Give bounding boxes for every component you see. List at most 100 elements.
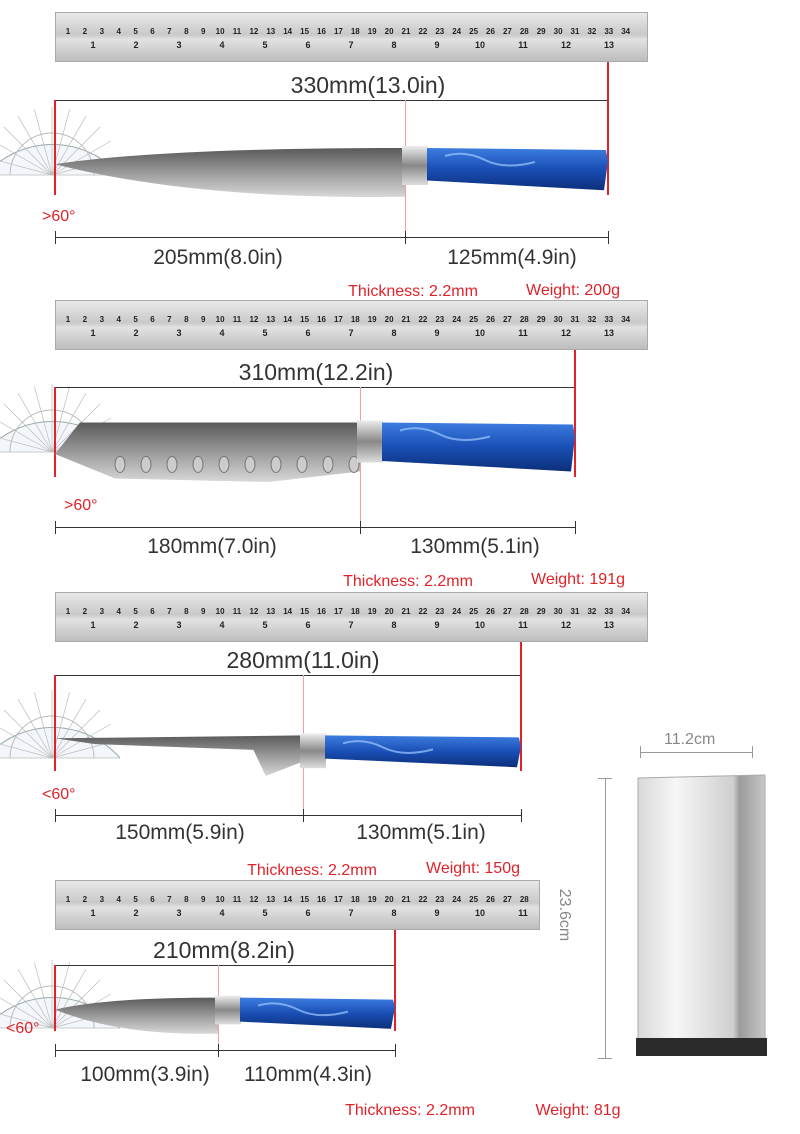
block-height-tick xyxy=(598,1058,612,1059)
ruler-cm-label: 16 xyxy=(317,895,326,904)
dimension-tick xyxy=(55,1044,56,1057)
ruler-cm-label: 21 xyxy=(401,315,411,324)
ruler-cm-label: 32 xyxy=(587,607,597,616)
ruler-cm-label: 14 xyxy=(283,895,293,904)
red-marker-end xyxy=(574,350,576,477)
ruler-cm-label: 19 xyxy=(367,315,377,324)
ruler-cm-label: 27 xyxy=(502,607,512,616)
ruler-inch-label: 12 xyxy=(560,40,572,50)
ruler-cm-label: 4 xyxy=(116,895,121,904)
ruler-inch-label: 9 xyxy=(434,908,440,918)
ruler-inch-label: 5 xyxy=(262,620,268,630)
total-length-label: 210mm(8.2in) xyxy=(153,937,295,963)
handle-length-label: 125mm(4.9in) xyxy=(447,246,577,269)
thickness-label: Thickness: 2.2mm xyxy=(345,1102,475,1119)
total-length-line xyxy=(55,965,395,966)
ruler-cm-label: 24 xyxy=(452,315,462,324)
dimension-tick xyxy=(395,1044,396,1057)
ruler-cm-label: 25 xyxy=(469,315,479,324)
ruler-inch-label: 8 xyxy=(391,620,397,630)
ruler-cm-label: 6 xyxy=(150,27,155,36)
length-dimension-line xyxy=(55,815,521,816)
length-dimension-line xyxy=(55,527,575,528)
ruler-cm-label: 12 xyxy=(249,895,259,904)
ruler-cm-label: 8 xyxy=(184,315,189,324)
ruler-cm-label: 22 xyxy=(418,607,428,616)
ruler-cm-label: 4 xyxy=(116,607,121,616)
ruler-cm-label: 10 xyxy=(215,27,225,36)
handle-length-label: 110mm(4.3in) xyxy=(244,1063,372,1086)
block-height-label: 23.6cm xyxy=(556,888,574,942)
ruler-inch-label: 5 xyxy=(262,328,268,338)
block-width-label: 11.2cm xyxy=(664,731,716,748)
ruler-cm-label: 21 xyxy=(401,607,411,616)
ruler-cm-label: 28 xyxy=(519,607,529,616)
ruler-inch-label: 2 xyxy=(133,620,139,630)
ruler-cm-label: 10 xyxy=(215,895,225,904)
ruler-cm-label: 5 xyxy=(133,27,138,36)
red-marker-tip xyxy=(54,387,56,477)
ruler-cm-label: 17 xyxy=(333,315,343,324)
ruler-cm-label: 15 xyxy=(300,607,310,616)
blade-length-label: 150mm(5.9in) xyxy=(115,821,245,844)
ruler-cm-label: 32 xyxy=(587,315,597,324)
dimension-tick xyxy=(55,521,56,534)
knife-image xyxy=(55,146,608,198)
knife-image xyxy=(55,995,395,1034)
edge-angle-label: >60° xyxy=(64,497,98,514)
ruler-cm-label: 33 xyxy=(604,27,614,36)
ruler-cm-label: 26 xyxy=(486,895,495,904)
ruler-inch-label: 4 xyxy=(219,620,225,630)
ruler-cm-label: 12 xyxy=(249,607,259,616)
ruler-cm-label: 22 xyxy=(418,315,428,324)
ruler-inch-label: 7 xyxy=(348,620,354,630)
ruler-cm-label: 26 xyxy=(486,315,495,324)
ruler-cm-label: 28 xyxy=(519,315,529,324)
ruler-inch-label: 3 xyxy=(176,620,182,630)
total-length-line xyxy=(55,100,608,101)
ruler-inch-label: 12 xyxy=(560,328,572,338)
ruler-cm-label: 16 xyxy=(317,607,326,616)
ruler-cm-label: 17 xyxy=(333,607,343,616)
ruler-inch-label: 6 xyxy=(305,620,311,630)
ruler-cm-label: 2 xyxy=(82,607,88,616)
ruler-cm-label: 5 xyxy=(133,607,138,616)
ruler-cm-label: 15 xyxy=(300,315,310,324)
ruler-cm-label: 4 xyxy=(116,27,121,36)
ruler-cm-label: 10 xyxy=(215,607,225,616)
ruler-inch-label: 9 xyxy=(434,328,440,338)
ruler-cm-label: 29 xyxy=(536,607,546,616)
ruler-cm-label: 18 xyxy=(350,607,360,616)
ruler-cm-label: 29 xyxy=(536,315,546,324)
ruler-cm-label: 3 xyxy=(99,27,105,36)
ruler-cm-label: 11 xyxy=(232,607,242,616)
ruler-cm-label: 8 xyxy=(184,27,189,36)
ruler-cm-label: 7 xyxy=(167,607,172,616)
ruler-cm-label: 28 xyxy=(519,27,529,36)
total-length-label: 330mm(13.0in) xyxy=(290,72,446,98)
ruler-cm-label: 14 xyxy=(283,27,293,36)
block-width-tick xyxy=(752,746,753,758)
ruler-cm-label: 19 xyxy=(367,895,377,904)
ruler-cm-label: 13 xyxy=(266,315,276,324)
ruler-cm-label: 1 xyxy=(65,607,71,616)
ruler-cm-label: 1 xyxy=(65,895,71,904)
ruler-cm-label: 20 xyxy=(384,607,394,616)
total-length-label: 280mm(11.0in) xyxy=(226,647,380,673)
ruler-cm-label: 23 xyxy=(435,895,445,904)
ruler-cm-label: 25 xyxy=(469,607,479,616)
ruler-inch-label: 10 xyxy=(474,328,486,338)
ruler-cm-label: 16 xyxy=(317,27,326,36)
ruler-cm-label: 20 xyxy=(384,895,394,904)
protractor-image xyxy=(0,690,121,759)
ruler-cm-label: 12 xyxy=(249,315,259,324)
ruler-inch-label: 1 xyxy=(90,40,96,50)
handle-length-label: 130mm(5.1in) xyxy=(410,535,540,558)
ruler-cm-label: 28 xyxy=(519,895,529,904)
ruler-cm-label: 19 xyxy=(367,27,377,36)
red-marker-end xyxy=(520,642,522,771)
